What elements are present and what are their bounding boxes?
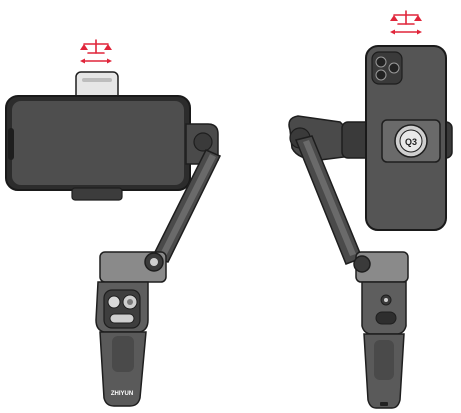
balance-scale-icon-right [390, 10, 422, 35]
right-gimbal: Q3 [288, 45, 453, 409]
left-gimbal: ZHIYUN [5, 71, 222, 407]
model-badge: Q3 [405, 137, 417, 147]
phone-clamp-bottom [71, 187, 123, 201]
brand-logo: ZHIYUN [111, 391, 133, 397]
joystick [107, 295, 121, 309]
trigger-button [375, 311, 397, 325]
balance-scale-icon-left [80, 39, 112, 64]
